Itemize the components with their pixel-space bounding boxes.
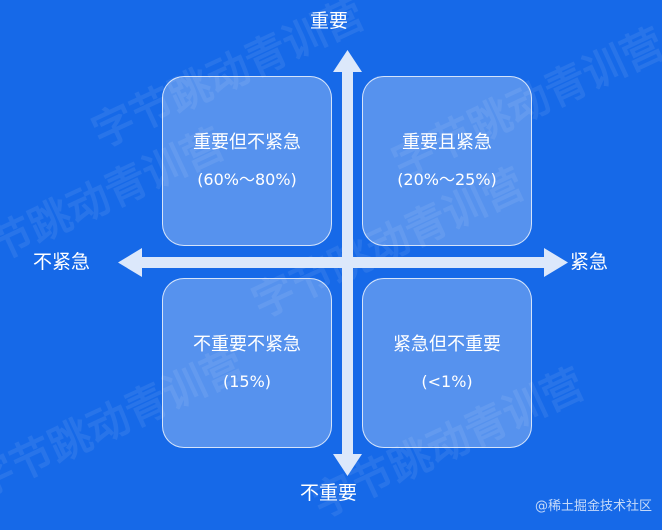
axis-label-not-important: 不重要 — [300, 482, 358, 504]
quadrant-title: 不重要不紧急 — [193, 334, 301, 355]
quadrant-title: 紧急但不重要 — [393, 334, 501, 355]
axis-label-not-urgent: 不紧急 — [33, 251, 91, 273]
quadrant-urgent-not-important: 紧急但不重要 (<1%) — [362, 278, 532, 448]
axis-label-urgent: 紧急 — [570, 251, 609, 273]
axis-label-important: 重要 — [310, 10, 349, 32]
quadrant-not-important-not-urgent: 不重要不紧急 (15%) — [162, 278, 332, 448]
quadrant-percentage: (60%～80%) — [197, 170, 297, 189]
horizontal-axis-line — [140, 257, 555, 268]
left-arrow-icon — [118, 248, 142, 277]
quadrant-important-urgent: 重要且紧急 (20%～25%) — [362, 76, 532, 246]
quadrant-percentage: (20%～25%) — [397, 170, 497, 189]
up-arrow-icon — [333, 50, 362, 72]
quadrant-title: 重要但不紧急 — [193, 132, 301, 153]
quadrant-important-not-urgent: 重要但不紧急 (60%～80%) — [162, 76, 332, 246]
right-arrow-icon — [544, 248, 568, 277]
quadrant-percentage: (15%) — [222, 372, 272, 391]
down-arrow-icon — [333, 454, 362, 476]
source-credit: @稀土掘金技术社区 — [534, 499, 652, 514]
quadrant-title: 重要且紧急 — [402, 132, 492, 153]
quadrant-percentage: (<1%) — [421, 372, 473, 391]
